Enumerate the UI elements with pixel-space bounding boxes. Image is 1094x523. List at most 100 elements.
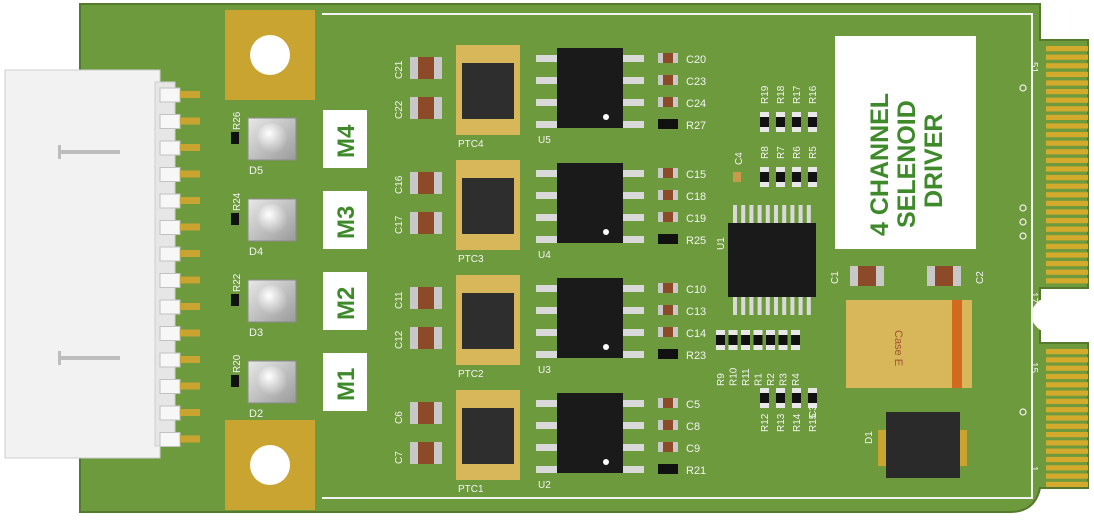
diode-d1: D1 [864,412,967,478]
connector-pin-pad [180,117,200,125]
ic-pin [536,351,558,358]
ic-pin [622,307,644,314]
channel-label: M3 [333,206,360,239]
ic-pin [622,77,644,84]
ic-pin [749,295,754,315]
channel-label: M2 [333,287,360,320]
connector-pin [159,273,181,288]
ic-pin [782,295,787,315]
gold-finger [1046,80,1088,86]
channel-label: M4 [333,124,360,158]
gold-finger [1046,252,1088,258]
connector-notch [1031,300,1050,330]
gold-finger [1046,200,1088,206]
cap-c4: C4 [733,152,745,182]
cap-label: C10 [686,284,706,296]
connector-pin-pad [180,382,200,390]
ic-pin [536,236,558,243]
ic-label: U4 [538,250,551,261]
ic-pin [536,99,558,106]
title-line-3: DRIVER [920,114,948,208]
ic-pin [765,295,770,315]
ic-pin [622,236,644,243]
gold-finger [1046,226,1088,232]
connector-pin [159,326,181,341]
gold-finger [1046,357,1088,363]
gold-finger [1046,382,1088,388]
connector-pin [159,299,181,315]
cap-label: C9 [686,443,700,455]
main-ic: U1 [716,205,816,315]
connector-pin [159,352,181,368]
resistor-label: R27 [686,120,706,132]
gold-finger [1046,166,1088,172]
resistor-label: R25 [686,235,706,247]
led-label: D3 [249,327,263,339]
connector-pin-pad [180,276,200,284]
led-dome [257,366,287,396]
svg-text:C4: C4 [734,152,745,165]
resistor [231,375,239,387]
ic-pin [536,422,558,429]
ic-pin [749,205,754,225]
cap-label: C22 [394,100,405,119]
title-line-2: SELENOID [893,100,921,228]
ic-pin [536,77,558,84]
gold-finger [1046,114,1088,120]
cap-label: C16 [394,175,405,194]
ic-pin [790,295,795,315]
channel-label-box [323,272,367,330]
led-dome [257,285,287,315]
cap-label: C15 [686,169,706,181]
cap-label: C18 [686,191,706,203]
gold-finger [1046,192,1088,198]
gold-finger [1046,456,1088,463]
resistor-label: R3 [779,373,790,386]
channel-label-box [323,191,367,249]
ic-pin [622,214,644,221]
resistor-label: R2 [766,373,777,386]
gold-finger [1046,63,1088,69]
ic-pin [622,285,644,292]
mounting-pad-bottom [225,420,315,510]
ic-pin [733,205,737,225]
gold-finger [1046,465,1088,471]
resistor-label: R26 [232,111,243,130]
ic-pin [536,192,558,199]
ic-pin [757,205,762,225]
svg-text:Case E: Case E [892,330,904,366]
edge-label-17: 17 [1028,292,1039,304]
resistor-label: R14 [792,413,803,432]
resistor-label: R18 [776,85,787,104]
ic-pin [622,466,644,473]
gold-finger [1046,481,1088,487]
gold-finger [1046,432,1088,438]
resistor-label: R5 [808,146,819,159]
ic-pin [622,192,644,199]
resistor-label: R8 [760,146,771,159]
side-connector [4,69,200,459]
cap-label: C5 [686,399,700,411]
resistor-label: R24 [232,192,243,211]
ic-pin [622,99,644,106]
ic-pin [741,205,746,225]
ptc-label: PTC1 [458,484,484,495]
led-dome [257,123,287,153]
gold-finger [1046,261,1088,267]
gold-finger [1046,140,1088,146]
cap-label: C19 [686,213,706,225]
ptc-label: PTC2 [458,369,484,380]
resistor-label: R10 [729,367,740,386]
connector-pin [159,432,181,447]
gold-finger [1046,235,1088,241]
ic-label: U2 [538,480,551,491]
edge-label-15: 15 [1028,362,1039,374]
connector-pin-pad [180,144,200,151]
resistor [658,349,678,359]
